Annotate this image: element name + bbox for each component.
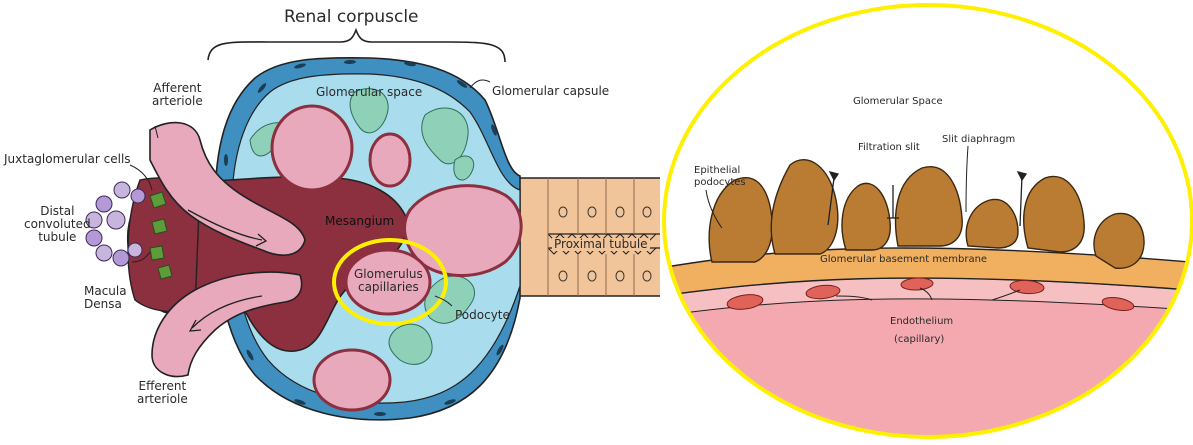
glomerulus-capillaries-label: Glomerulus capillaries <box>354 268 423 294</box>
macula-densa-label: Macula Densa <box>84 285 127 311</box>
proximal-tubule-label: Proximal tubule <box>552 238 650 251</box>
zoom-glomerular-space-label: Glomerular Space <box>853 96 943 108</box>
podocyte-label: Podocyte <box>455 309 510 322</box>
filtration-slit-label: Filtration slit <box>858 142 920 154</box>
afferent-arteriole-label: Afferent arteriole <box>152 82 203 108</box>
juxtaglomerular-cells-label: Juxtaglomerular cells <box>4 153 131 166</box>
mesangium-label: Mesangium <box>325 215 394 228</box>
epithelial-podocytes-label: Epithelial podocytes <box>694 165 746 189</box>
efferent-arteriole-label: Efferent arteriole <box>137 380 188 406</box>
glomerular-capsule-label: Glomerular capsule <box>492 85 609 98</box>
basement-membrane-label: Glomerular basement membrane <box>820 254 987 266</box>
distal-convoluted-tubule-label: Distal convoluted tubule <box>24 205 91 244</box>
renal-corpuscle-title: Renal corpuscle <box>284 8 419 26</box>
slit-diaphragm-label: Slit diaphragm <box>942 134 1015 146</box>
glomerular-space-label: Glomerular space <box>316 86 422 99</box>
capillary-label: (capillary) <box>894 334 944 346</box>
endothelium-label: Endothelium <box>890 316 953 328</box>
